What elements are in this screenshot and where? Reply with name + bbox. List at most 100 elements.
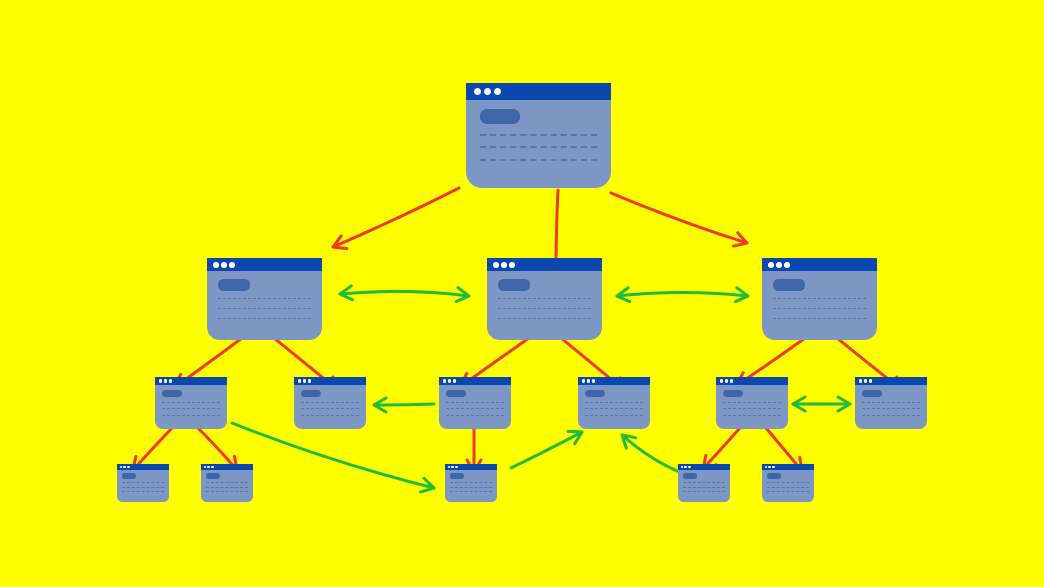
window-dot-icon: [724, 379, 729, 383]
page-text-line: [300, 414, 360, 416]
page-text-line: [206, 486, 248, 488]
page-button-placeholder: [445, 389, 466, 398]
window-dot-icon: [863, 379, 868, 383]
window-dot-icon: [719, 379, 724, 383]
window-dot-icon: [684, 465, 687, 469]
hierarchy-arrow-root-to-l1-right-head: [731, 231, 749, 248]
page-text-line: [683, 482, 725, 484]
page-titlebar: [207, 258, 322, 272]
window-dot-icon: [119, 465, 123, 469]
cross-link-arrow-l2-e-to-l2-f: [791, 395, 852, 413]
cross-link-arrow-l2-a-to-l3-c: [230, 421, 436, 494]
window-dot-icon: [221, 261, 227, 268]
page-button-placeholder: [498, 278, 530, 291]
window-dot-icon: [123, 465, 126, 469]
page-titlebar: [716, 377, 788, 386]
window-dot-icon: [229, 261, 235, 268]
page-text-line: [584, 402, 644, 404]
window-dot-icon: [307, 379, 312, 383]
window-dot-icon: [784, 261, 790, 268]
cross-link-arrow-l3-c-to-l2-d-head: [566, 429, 584, 446]
page-button-placeholder: [450, 473, 465, 479]
page-node-l3-c: [445, 464, 497, 502]
cross-link-arrow-l1-mid-to-l1-right-tail-head: [615, 286, 632, 304]
page-text-line: [445, 408, 505, 410]
page-titlebar: [201, 464, 253, 471]
page-text-line: [584, 414, 644, 416]
window-dot-icon: [493, 261, 499, 268]
page-node-l2-a: [155, 377, 227, 429]
page-button-placeholder: [300, 389, 321, 398]
page-titlebar: [294, 377, 366, 386]
cross-link-arrow-l2-c-to-l2-b-head: [372, 396, 388, 414]
page-text-line: [498, 307, 591, 309]
page-text-line: [206, 491, 248, 493]
page-text-line: [445, 402, 505, 404]
page-button-placeholder: [773, 278, 805, 291]
window-dot-icon: [297, 379, 302, 383]
page-button-placeholder: [122, 473, 137, 479]
cross-link-arrow-l2-e-to-l2-f-tail-head: [791, 395, 807, 413]
page-titlebar: [855, 377, 927, 386]
window-dot-icon: [858, 379, 863, 383]
page-text-line: [161, 402, 221, 404]
page-text-line: [767, 486, 809, 488]
page-text-line: [206, 482, 248, 484]
window-dot-icon: [581, 379, 586, 383]
page-titlebar: [117, 464, 169, 471]
page-text-line: [161, 414, 221, 416]
window-dot-icon: [729, 379, 734, 383]
page-button-placeholder: [767, 473, 782, 479]
page-titlebar: [578, 377, 650, 386]
page-text-line: [450, 491, 492, 493]
page-text-line: [218, 318, 311, 320]
cross-link-arrow-l3-c-to-l2-d: [509, 429, 584, 470]
window-dot-icon: [455, 465, 458, 469]
page-node-l2-d: [578, 377, 650, 429]
window-dot-icon: [868, 379, 873, 383]
page-text-line: [445, 414, 505, 416]
page-text-line: [773, 318, 866, 320]
page-node-l2-f: [855, 377, 927, 429]
window-dot-icon: [302, 379, 307, 383]
page-button-placeholder: [480, 109, 520, 124]
window-dot-icon: [203, 465, 207, 469]
page-titlebar: [487, 258, 602, 272]
page-text-line: [773, 298, 866, 300]
window-dot-icon: [680, 465, 684, 469]
window-dot-icon: [772, 465, 775, 469]
page-button-placeholder: [861, 389, 882, 398]
page-titlebar: [445, 464, 497, 471]
page-titlebar: [466, 83, 611, 100]
window-dot-icon: [768, 261, 774, 268]
page-button-placeholder: [161, 389, 182, 398]
page-text-line: [300, 408, 360, 410]
window-dot-icon: [447, 379, 452, 383]
page-text-line: [773, 307, 866, 309]
cross-link-arrow-l3-d-to-l2-d-head: [620, 433, 638, 450]
cross-link-arrow-l1-left-to-l1-mid: [338, 284, 471, 303]
page-node-l3-e: [762, 464, 814, 502]
window-dot-icon: [509, 261, 515, 268]
page-text-line: [161, 408, 221, 410]
page-text-line: [450, 482, 492, 484]
window-dot-icon: [688, 465, 691, 469]
page-titlebar: [439, 377, 511, 386]
window-dot-icon: [442, 379, 447, 383]
page-button-placeholder: [218, 278, 250, 291]
page-text-line: [683, 486, 725, 488]
hierarchy-arrow-root-to-l1-left: [331, 186, 461, 251]
page-button-placeholder: [584, 389, 605, 398]
window-dot-icon: [768, 465, 771, 469]
page-titlebar: [155, 377, 227, 386]
window-dot-icon: [591, 379, 596, 383]
cross-link-arrow-l1-mid-to-l1-right: [615, 286, 750, 304]
cross-link-arrow-l1-left-to-l1-mid-tail-head: [338, 284, 355, 302]
window-dot-icon: [586, 379, 591, 383]
cross-link-arrow-l2-e-to-l2-f-head: [836, 395, 852, 413]
window-dot-icon: [452, 379, 457, 383]
page-text-line: [480, 146, 597, 148]
page-node-l1-mid: [487, 258, 602, 340]
